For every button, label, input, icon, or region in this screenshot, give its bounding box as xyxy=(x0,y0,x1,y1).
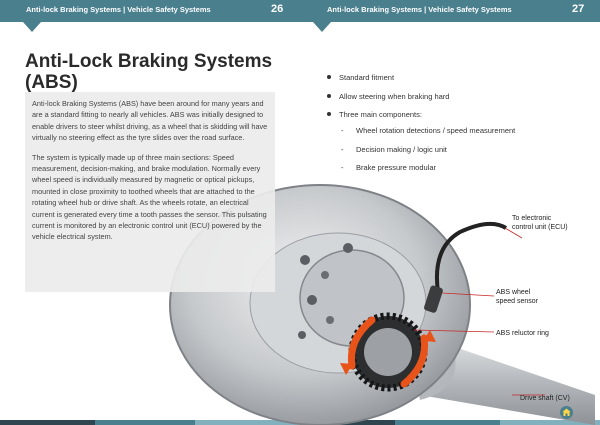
footer-segment xyxy=(0,420,95,425)
bullet-text: Three main components: xyxy=(339,110,422,119)
shaft-callout: Drive shaft (CV) xyxy=(520,395,570,402)
bullet-item: Standard fitment xyxy=(327,73,449,82)
brake-disc-edge xyxy=(169,184,471,425)
sub-bullet-text: Wheel rotation detections / speed measur… xyxy=(356,126,516,135)
page-title-line1: Anti-Lock Braking Systems xyxy=(25,51,273,72)
intro-text-box: Anti-lock Braking Systems (ABS) have bee… xyxy=(25,92,275,292)
callout-lines xyxy=(413,227,545,396)
right-page-number: 27 xyxy=(572,3,585,15)
left-page-number: 26 xyxy=(271,3,284,15)
header-bar: Anti-lock Braking Systems | Vehicle Safe… xyxy=(0,0,600,22)
sub-bullet-text: Brake pressure modular xyxy=(356,163,437,172)
rotation-arrow-right xyxy=(400,334,429,388)
bullet-text: Standard fitment xyxy=(339,73,395,82)
dash-icon: - xyxy=(341,163,344,172)
bullet-item: Three main components: xyxy=(327,110,449,119)
wheel-stud-holes xyxy=(298,243,353,339)
footer-segment xyxy=(95,420,195,425)
ring-callout: ABS reluctor ring xyxy=(496,330,549,337)
rotation-arrowhead-left xyxy=(340,363,353,375)
feature-bullet-list: Standard fitment Allow steering when bra… xyxy=(327,73,449,129)
footer-segment xyxy=(395,420,500,425)
footer-segment xyxy=(195,420,300,425)
bullet-text: Allow steering when braking hard xyxy=(339,91,450,101)
sensor-callout-line1: ABS wheel xyxy=(496,289,531,296)
bullet-dot-icon xyxy=(327,112,331,116)
rotation-arrow-left xyxy=(347,316,376,370)
dash-icon: - xyxy=(341,126,344,135)
home-icon xyxy=(562,408,571,416)
intro-paragraph-1: Anti-lock Braking Systems (ABS) have bee… xyxy=(32,99,268,143)
dash-icon: - xyxy=(341,144,344,154)
footer-segment xyxy=(500,420,600,425)
sub-bullet-item: - Brake pressure modular xyxy=(341,163,515,172)
left-header-notch xyxy=(23,22,41,32)
right-header-title: Anti-lock Braking Systems | Vehicle Safe… xyxy=(327,5,512,14)
bullet-item: Allow steering when braking hard xyxy=(327,92,449,101)
ecu-callout-line1: To electronic xyxy=(512,215,552,222)
ecu-callout-line2: control unit (ECU) xyxy=(512,224,568,231)
sensor-callout-line2: speed sensor xyxy=(496,298,539,305)
sub-bullet-item: - Decision making / logic unit xyxy=(341,145,515,154)
sub-bullet-text: Decision making / logic unit xyxy=(356,144,447,154)
home-button[interactable] xyxy=(560,406,573,419)
reluctor-center xyxy=(364,328,412,376)
page-title-line2: (ABS) xyxy=(25,72,78,93)
right-header-notch xyxy=(313,22,331,32)
bullet-dot-icon xyxy=(327,93,331,98)
component-sub-list: - Wheel rotation detections / speed measu… xyxy=(341,126,515,182)
sensor-cable xyxy=(435,221,508,293)
bullet-dot-icon xyxy=(327,75,331,79)
rotation-arrowhead-right xyxy=(423,330,436,342)
page-title: Anti-Lock Braking Systems (ABS) xyxy=(25,51,272,93)
left-header-title: Anti-lock Braking Systems | Vehicle Safe… xyxy=(26,5,211,14)
abs-wheel-speed-sensor xyxy=(424,285,443,313)
sub-bullet-item: - Wheel rotation detections / speed measu… xyxy=(341,126,515,135)
intro-paragraph-2: The system is typically made up of three… xyxy=(32,152,267,242)
drive-shaft xyxy=(420,335,595,425)
